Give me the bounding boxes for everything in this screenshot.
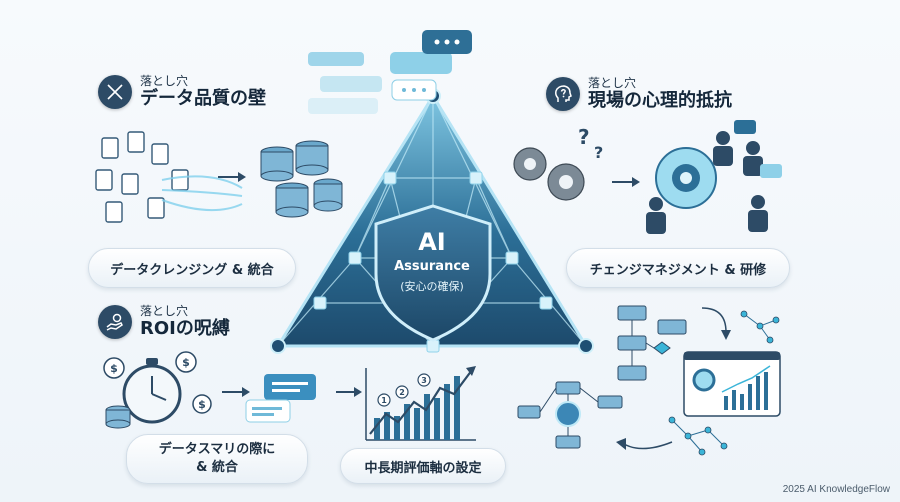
svg-text:$: $	[182, 356, 190, 369]
svg-text:?: ?	[578, 125, 590, 149]
arrow-to-growth-chart	[336, 387, 362, 397]
pitfall-1-solution: データクレンジング & 統合	[88, 248, 296, 288]
head-question-icon	[546, 77, 580, 111]
shield-icon	[374, 204, 492, 342]
hand-coin-icon	[98, 305, 132, 339]
pitfall-2-tag: 落とし穴	[588, 76, 637, 90]
pitfall-1-title: データ品質の壁	[140, 88, 266, 109]
growth-bar-chart: 1 2 3	[365, 366, 476, 441]
scattered-documents-to-database-illustration	[95, 131, 343, 223]
pitfall-2-solution: チェンジマネジメント & 研修	[566, 248, 790, 288]
scatter-arrows-icon	[98, 75, 132, 109]
center-subtitle: Assurance	[394, 259, 470, 274]
chart-step-3: 3	[421, 376, 427, 385]
chat-bubbles-icon	[308, 30, 472, 114]
svg-text:$: $	[198, 398, 206, 411]
center-caption: (安心の確保)	[400, 280, 464, 293]
central-triangle-network	[270, 88, 594, 354]
pitfall-3-solution-line2: & 統合	[196, 460, 238, 475]
pitfall-2-title: 現場の心理的抵抗	[588, 90, 732, 111]
pitfall-3-solution: データスマリの際に & 統合	[126, 434, 308, 484]
footer-copyright: 2025 AI KnowledgeFlow	[782, 484, 890, 495]
pitfall-3-solution-line1: データスマリの際に	[158, 442, 276, 457]
pitfall-3-title: ROIの呪縛	[140, 318, 230, 339]
pitfall-2-header: 落とし穴 現場の心理的抵抗	[546, 76, 732, 112]
chart-step-2: 2	[399, 388, 405, 397]
bottom-center-solution: 中長期評価軸の設定	[340, 448, 506, 484]
svg-text:$: $	[110, 362, 118, 375]
svg-text:?: ?	[594, 143, 603, 162]
pitfall-1-header: 落とし穴 データ品質の壁	[98, 74, 266, 110]
chart-step-1: 1	[381, 396, 387, 405]
stopwatch-coins-illustration: $ $ $	[103, 351, 316, 429]
pitfall-3-header: 落とし穴 ROIの呪縛	[98, 304, 230, 340]
gears-team-illustration: ? ?	[513, 120, 782, 234]
pitfall-1-tag: 落とし穴	[140, 74, 189, 88]
center-title: AI	[418, 228, 446, 256]
pitfall-3-tag: 落とし穴	[140, 304, 189, 318]
flowchart-dashboard-illustration	[517, 305, 781, 456]
